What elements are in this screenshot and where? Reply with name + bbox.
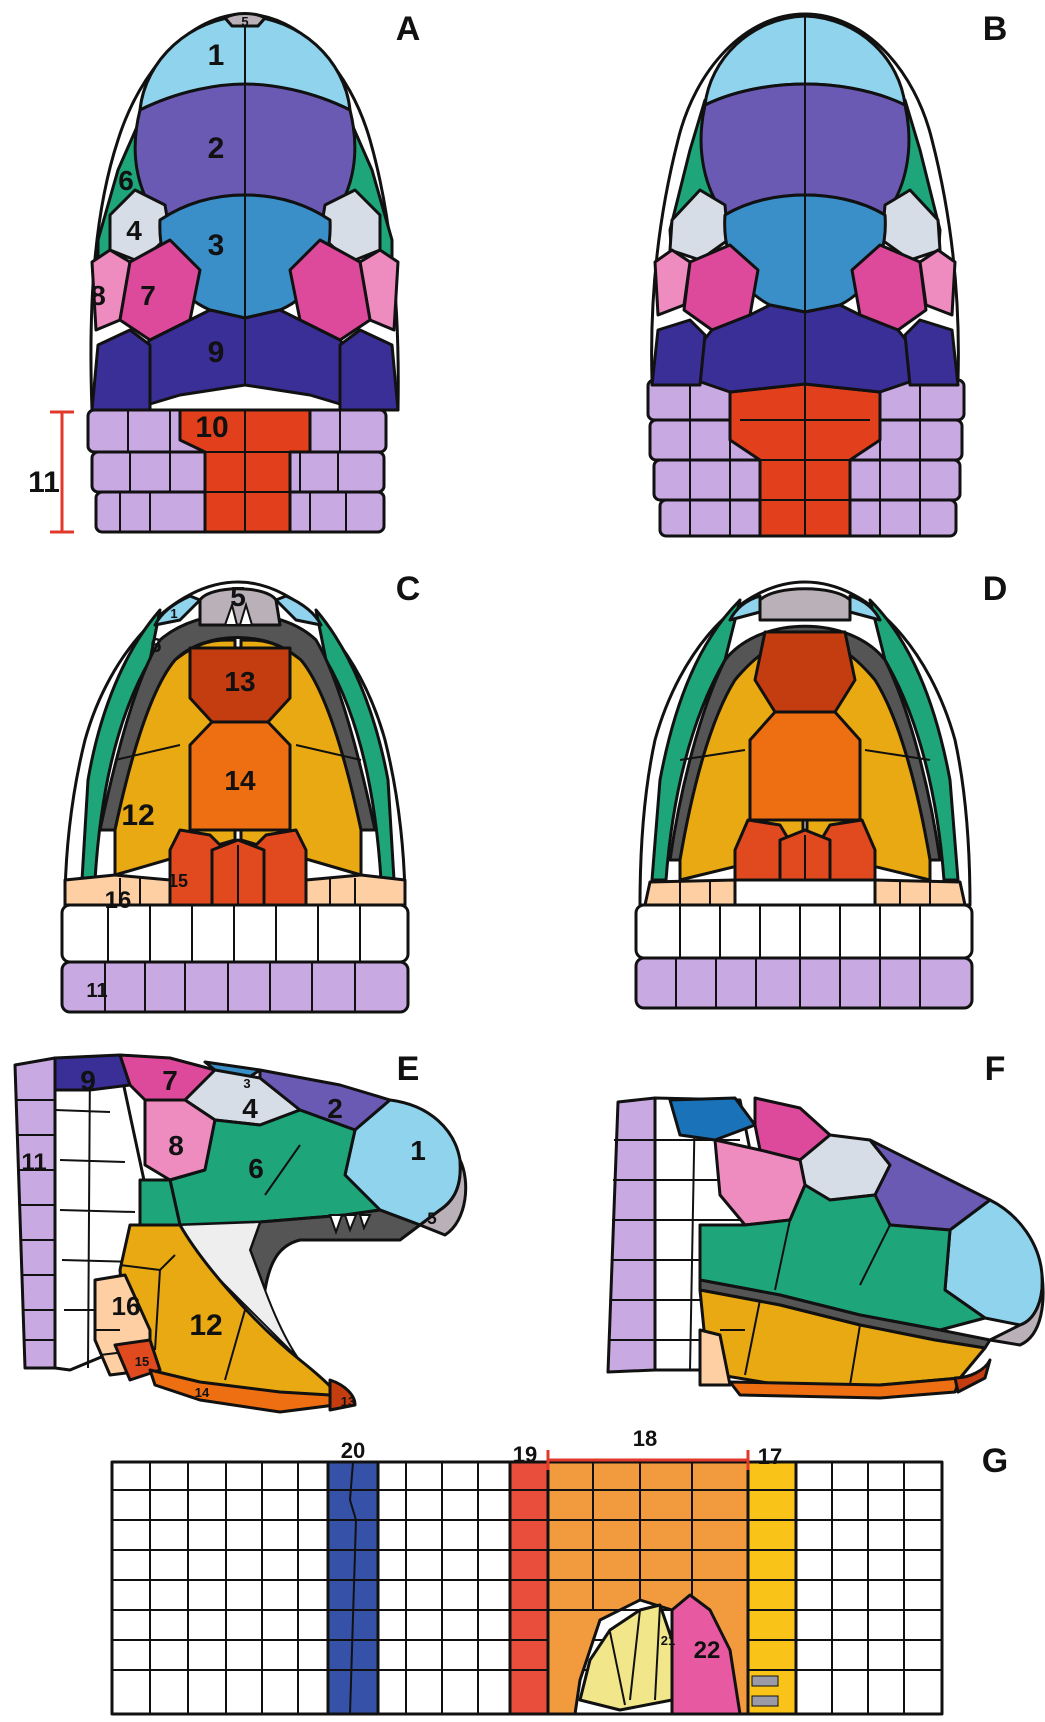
- panel-label-c: C: [396, 570, 421, 608]
- panel-g-diagram: 20 19 18 17 21 22 G: [112, 1426, 1008, 1714]
- panel-a-diagram: 5 1 2 6 4 3 8 7 9 10 11 A: [28, 10, 420, 532]
- panel-label-a: A: [396, 10, 421, 48]
- panel-label-g: G: [982, 1442, 1008, 1480]
- panel-e-diagram: 9 7 3 4 2 1 8 6 11 5 16 12 15 14 13 E: [15, 1050, 466, 1412]
- panel-g-label: 21: [661, 1633, 675, 1648]
- panel-label-f: F: [985, 1050, 1006, 1088]
- panel-a-label: 5: [241, 14, 248, 29]
- panel-e-label: 11: [21, 1149, 46, 1176]
- panel-a-label: 11: [28, 466, 60, 499]
- panel-c-diagram: 5 1 6 13 14 12 15 16 11 C: [62, 570, 420, 1012]
- panel-e-label: 8: [168, 1130, 184, 1161]
- panel-c-label: 5: [230, 581, 246, 612]
- panel-c-label: 16: [105, 887, 132, 914]
- panel-g-label: 19: [513, 1442, 537, 1467]
- panel-a-label: 10: [195, 411, 228, 444]
- panel-d-diagram: D: [636, 570, 1007, 1008]
- panel-c-label: 13: [224, 666, 255, 697]
- panel-e-label: 15: [135, 1354, 149, 1369]
- panel-e-label: 4: [242, 1093, 258, 1124]
- panel-c-label: 11: [86, 980, 107, 1002]
- panel-c-label: 1: [170, 606, 177, 621]
- panel-c-label: 15: [168, 871, 188, 891]
- panel-a-label: 4: [126, 215, 142, 246]
- panel-a-label: 1: [208, 39, 225, 72]
- panel-a-label: 9: [208, 336, 225, 369]
- panel-g-label: 18: [633, 1426, 657, 1451]
- panel-g-label: 17: [758, 1444, 782, 1469]
- panel-label-d: D: [983, 570, 1008, 608]
- panel-e-label: 2: [327, 1093, 343, 1124]
- panel-a-label: 7: [140, 280, 156, 311]
- panel-e-label: 9: [80, 1065, 96, 1096]
- panel-g-label: 22: [694, 1637, 721, 1664]
- panel-a-label: 6: [118, 165, 134, 196]
- panel-e-label: 6: [248, 1153, 264, 1184]
- panel-a-label: 3: [208, 229, 225, 262]
- panel-e-label: 7: [162, 1065, 178, 1096]
- panel-f-diagram: F: [608, 1050, 1043, 1398]
- panel-a-label: 8: [90, 280, 106, 311]
- panel-g-label: 20: [341, 1438, 365, 1463]
- panel-e-label: 13: [341, 1394, 355, 1409]
- panel-c-label: 6: [150, 635, 161, 657]
- panel-c-label: 12: [121, 799, 154, 832]
- panel-label-e: E: [397, 1050, 420, 1088]
- panel-e-label: 1: [410, 1135, 426, 1166]
- panel-e-label: 5: [427, 1209, 436, 1228]
- panel-b-diagram: B: [648, 10, 1007, 536]
- panel-e-label: 14: [195, 1385, 210, 1400]
- panel-a-label: 2: [208, 132, 225, 165]
- panel-e-label: 16: [112, 1291, 141, 1321]
- panel-e-label: 12: [189, 1309, 222, 1342]
- panel-g-scale-19: [510, 1462, 548, 1714]
- panel-label-b: B: [983, 10, 1008, 48]
- panel-c-label: 14: [224, 765, 256, 796]
- panel-e-label: 3: [243, 1076, 250, 1091]
